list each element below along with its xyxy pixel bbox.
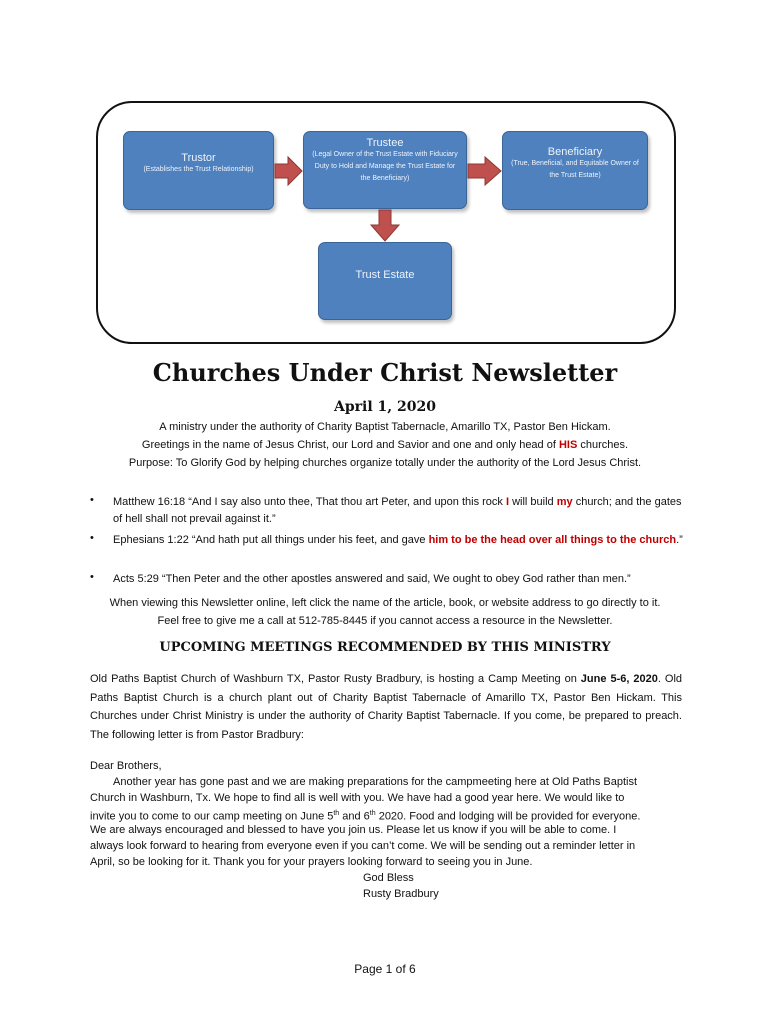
trust-estate-title: Trust Estate	[355, 269, 415, 281]
newsletter-date: April 1, 2020	[334, 399, 436, 415]
verse-emphasis: my	[556, 496, 573, 508]
right-arrow-icon	[274, 155, 303, 187]
letter-line: April, so be looking for it. Thank you f…	[90, 856, 533, 868]
greeting-emphasis: HIS	[558, 439, 578, 451]
verse-emphasis: I	[505, 496, 510, 508]
letter-text: 2020. Food and lodging will be provided …	[375, 810, 641, 823]
beneficiary-box: Beneficiary (True, Beneficial, and Equit…	[502, 131, 648, 210]
letter-greeting: Dear Brothers,	[90, 760, 162, 772]
meetings-date: June 5-6, 2020	[580, 673, 658, 685]
verse-ephesians: Ephesians 1:22 “And hath put all things …	[113, 532, 683, 549]
letter-line: Another year has gone past and we are ma…	[113, 776, 638, 788]
diagram-arrows	[274, 155, 502, 242]
letter-line: Church in Washburn, Tx. We hope to find …	[90, 792, 625, 804]
letter-text: invite you to come to our camp meeting o…	[90, 810, 334, 823]
letter-line: always look forward to hearing from ever…	[90, 840, 636, 852]
newsletter-title: Churches Under Christ Newsletter	[152, 358, 618, 387]
letter-signature: Rusty Bradbury	[363, 888, 439, 900]
online-note-line2: Feel free to give me a call at 512-785-8…	[157, 615, 613, 627]
greeting-line: Greetings in the name of Jesus Christ, o…	[0, 439, 770, 451]
bullet-icon: •	[90, 494, 94, 506]
right-arrow-icon	[467, 155, 502, 187]
letter-closing: God Bless	[363, 872, 414, 884]
verse-text: .”	[676, 534, 683, 546]
purpose-line: Purpose: To Glorify God by helping churc…	[128, 457, 642, 469]
bullet-icon: •	[90, 532, 94, 544]
verse-text: Ephesians 1:22 “And hath put all things …	[113, 534, 429, 546]
trustor-box: Trustor (Establishes the Trust Relations…	[123, 131, 274, 210]
meetings-text: Old Paths Baptist Church of Washburn TX,…	[90, 673, 581, 685]
down-arrow-icon	[369, 209, 401, 242]
letter-superscript: th	[369, 810, 376, 817]
beneficiary-subtitle: (True, Beneficial, and Equitable Owner o…	[511, 160, 639, 179]
meetings-heading: UPCOMING MEETINGS RECOMMENDED BY THIS MI…	[159, 640, 611, 655]
online-note-line1: When viewing this Newsletter online, lef…	[109, 597, 661, 609]
meetings-text-end: . Old Paths Baptist Church is a church p…	[90, 673, 683, 741]
bullet-icon: •	[90, 571, 94, 583]
trustee-title: Trustee	[366, 137, 404, 149]
greeting-text: Greetings in the name of Jesus Christ, o…	[141, 439, 559, 451]
ministry-line: A ministry under the authority of Charit…	[159, 421, 611, 433]
letter-superscript: th	[333, 810, 340, 817]
verse-matthew: Matthew 16:18 “And I say also unto thee,…	[113, 494, 683, 528]
trust-estate-box: Trust Estate	[318, 242, 452, 320]
verse-text: will build	[509, 496, 557, 508]
letter-text: and 6	[339, 810, 370, 823]
letter-line: invite you to come to our camp meeting o…	[90, 806, 682, 825]
trustee-subtitle: (Legal Owner of the Trust Estate with Fi…	[312, 151, 458, 182]
verse-emphasis: him to be the head over all things to th…	[428, 534, 677, 546]
verse-text: Matthew 16:18 “And I say also unto thee,…	[113, 496, 506, 508]
page-number: Page 1 of 6	[354, 962, 416, 976]
letter-line: We are always encouraged and blessed to …	[90, 824, 617, 836]
trustor-subtitle: (Establishes the Trust Relationship)	[143, 166, 254, 173]
meetings-paragraph: Old Paths Baptist Church of Washburn TX,…	[90, 670, 682, 744]
trustor-title: Trustor	[181, 152, 216, 164]
trustee-box: Trustee (Legal Owner of the Trust Estate…	[303, 131, 467, 209]
beneficiary-title: Beneficiary	[547, 146, 603, 158]
diagram-frame	[96, 101, 676, 344]
verse-text: church; and the gates of hell shall not …	[113, 496, 682, 525]
greeting-text-end: churches.	[577, 439, 629, 451]
verse-acts: Acts 5:29 “Then Peter and the other apos…	[113, 573, 631, 585]
